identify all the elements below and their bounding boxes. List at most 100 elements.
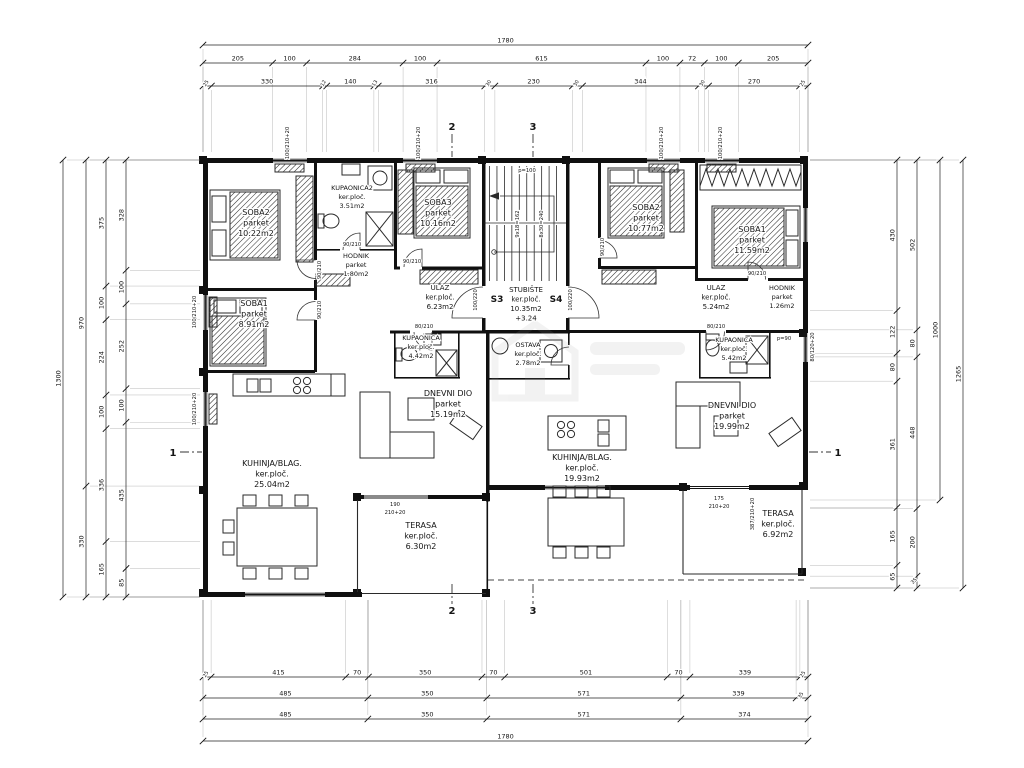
room-label: 10.22m2: [238, 229, 274, 238]
opening-label: 8x30=240: [539, 210, 545, 237]
dim-label: 100: [98, 297, 106, 309]
dim-label: 224: [98, 351, 106, 363]
dim-label: 13: [371, 79, 379, 88]
room-label: TERASA: [761, 509, 794, 518]
dim-label: 70: [674, 669, 682, 677]
room-label: TERASA: [404, 521, 437, 530]
terraces: [356, 490, 806, 595]
dim-label: 1265: [955, 366, 963, 383]
outer-walls: [203, 158, 808, 597]
dim-label: 70: [489, 669, 497, 677]
dim-label: 415: [272, 669, 284, 677]
room-label: ker.ploč.: [338, 193, 365, 201]
room-label: 3.51m2: [340, 202, 365, 210]
dim-label: 100: [118, 281, 126, 293]
room-label: 11.59m2: [734, 246, 770, 255]
opening-label: p=100: [518, 168, 536, 174]
sofa-s4: [675, 381, 741, 449]
room-label: ker.ploč.: [404, 531, 438, 541]
door-entrance-s4: [567, 286, 600, 319]
opening-label: 90/210: [600, 238, 606, 256]
room-label: parket: [719, 412, 745, 421]
room-label: 10.77m2: [628, 224, 664, 233]
room-label: 2.78m2: [516, 359, 541, 367]
bed-soba1-left: [209, 297, 267, 367]
room-label: DNEVNI DIO: [424, 389, 472, 398]
opening-label: 90/210: [343, 242, 361, 248]
room-label: parket: [346, 261, 367, 269]
dim-label: 80: [889, 363, 897, 371]
room-label: ULAZ: [431, 284, 450, 292]
opening-label: 90/210: [748, 271, 766, 277]
dim-label: 100: [283, 55, 295, 63]
room-label: SOBA1: [738, 225, 765, 234]
room-label: parket: [243, 219, 269, 228]
opening-label: 100/220: [568, 289, 574, 311]
room-label: ker.ploč.: [720, 345, 747, 353]
dim-label: 100: [657, 55, 669, 63]
dim-label: 100: [715, 55, 727, 63]
room-label: SOBA2: [242, 208, 269, 217]
opening-label: 387/210+20: [750, 498, 756, 531]
closet: [669, 169, 685, 233]
door-entrance-s3: [451, 286, 484, 319]
dim-label: 100: [414, 55, 426, 63]
closet: [419, 269, 479, 285]
room-label: 1.26m2: [770, 302, 795, 310]
opening-label: 100/210+20: [285, 127, 291, 160]
dim-label: 122: [889, 326, 897, 338]
dim-label: 430: [889, 229, 897, 241]
room-label: KUPAONICA: [402, 334, 440, 342]
dim-label: 350: [419, 669, 431, 677]
opening-label: 210+20: [709, 504, 730, 510]
dim-label: 501: [580, 669, 592, 677]
door-kupaonica-s3: [413, 331, 433, 351]
room-label: 19.93m2: [564, 474, 600, 483]
dim-label: 339: [732, 690, 744, 698]
door-kupaonica2: [342, 232, 361, 251]
kitchen-s3: [232, 373, 346, 397]
room-label: SOBA2: [632, 203, 659, 212]
closet: [315, 273, 351, 287]
bed-soba2-right: [607, 167, 665, 239]
dim-label: 165: [98, 563, 106, 575]
dim-label: 165: [889, 530, 897, 542]
dim-label: 330: [261, 78, 273, 86]
room-label: ker.ploč.: [511, 296, 540, 304]
dim-label: 205: [767, 55, 779, 63]
wardrobe-soba1-right: [699, 164, 802, 191]
room-label: 6.23m2: [427, 303, 454, 311]
radiator: [706, 163, 737, 173]
marker-label: 1: [170, 448, 177, 459]
opening-label: 80/210: [415, 324, 433, 330]
dim-label: 30: [485, 79, 493, 88]
marker-label: 3: [530, 606, 537, 617]
dim-label: 970: [78, 317, 86, 329]
room-label: 5.24m2: [703, 303, 730, 311]
opening-label: 210+20: [385, 510, 406, 516]
room-label: HODNIK: [769, 284, 796, 292]
bathroom-kupaonica2: [317, 163, 394, 247]
door-soba2-right: [599, 240, 618, 259]
opening-label: 90/210: [317, 301, 323, 319]
sofa-s3: [359, 391, 435, 459]
armchair-s4: [768, 416, 802, 448]
opening-label: 80/210: [707, 324, 725, 330]
room-labels: SOBA2parket10.22m2KUPAONICA2ker.ploč.3.5…: [237, 183, 797, 552]
opening-label: 100/210+20: [192, 393, 198, 426]
opening-label: 90/210: [403, 259, 421, 265]
room-label: OSTAVA: [515, 341, 541, 349]
dim-label: 25: [202, 79, 210, 88]
opening-label: 90/210: [317, 261, 323, 279]
room-label: parket: [435, 400, 461, 409]
dim-label: 435: [118, 489, 126, 501]
radiator: [648, 163, 679, 173]
dim-label: 344: [634, 78, 646, 86]
dim-label: 374: [738, 711, 750, 719]
room-label: STUBIŠTE: [509, 285, 543, 294]
room-label: 15.19m2: [430, 410, 466, 419]
bathroom-kupaonica-s3: [395, 333, 458, 377]
door-soba2-left: [296, 259, 316, 279]
